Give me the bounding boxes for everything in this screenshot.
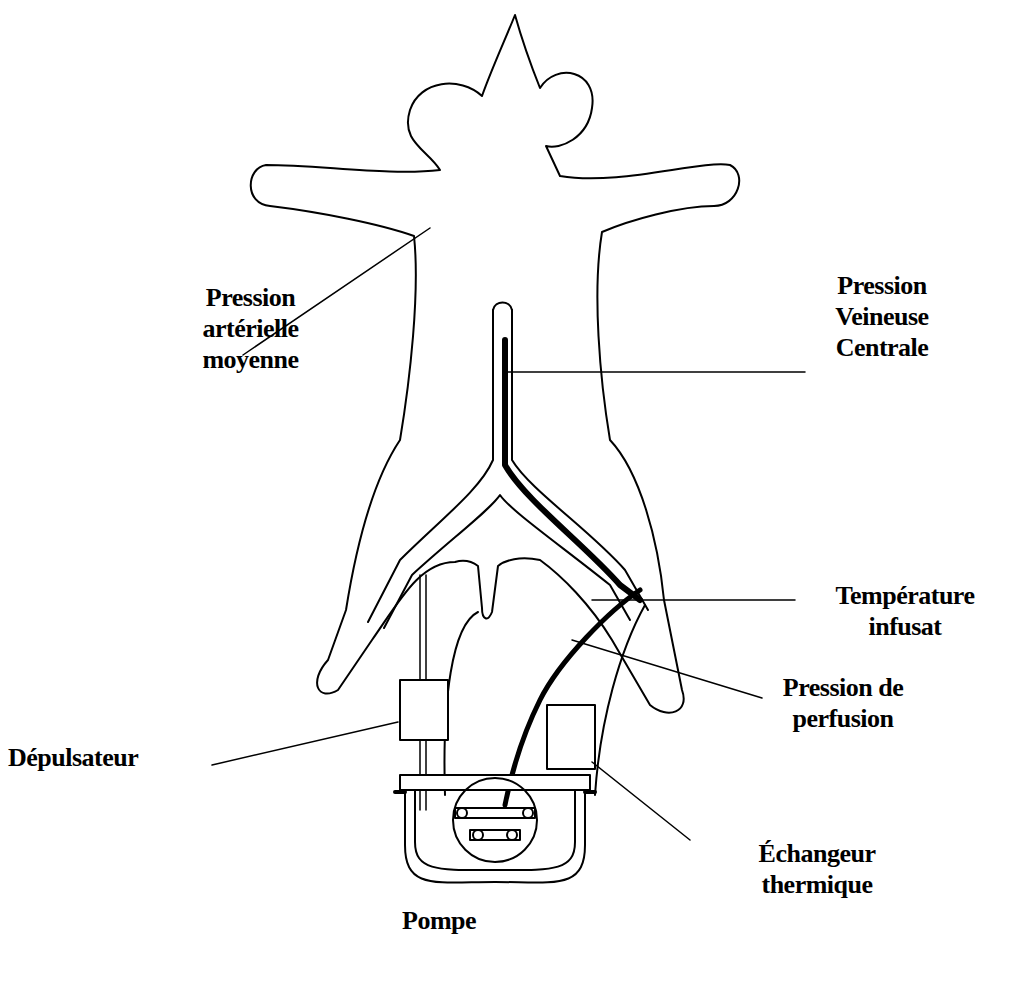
callout-label: Pression Veineuse Centrale xyxy=(812,270,952,363)
callout-label: Dépulsateur xyxy=(8,742,138,773)
rat-outline xyxy=(251,15,739,713)
tubing xyxy=(595,605,645,795)
leader-lines xyxy=(212,228,805,840)
depulsator-box xyxy=(400,680,448,740)
pump-label: Pompe xyxy=(402,905,476,936)
vessel-outline xyxy=(493,303,512,311)
callout-label: Échangeur thermique xyxy=(742,838,892,900)
pump xyxy=(395,775,595,883)
callout-label: Pression de perfusion xyxy=(768,672,918,734)
vessel-outline xyxy=(512,310,648,610)
vessel-outline xyxy=(368,310,493,622)
heat-exchanger-box xyxy=(547,705,595,769)
callout-label: Température infusat xyxy=(800,580,1010,642)
callout-label: Pression artérielle moyenne xyxy=(188,282,313,375)
tubing xyxy=(444,612,478,795)
venous-catheter xyxy=(505,590,640,805)
venous-catheter xyxy=(505,340,640,600)
